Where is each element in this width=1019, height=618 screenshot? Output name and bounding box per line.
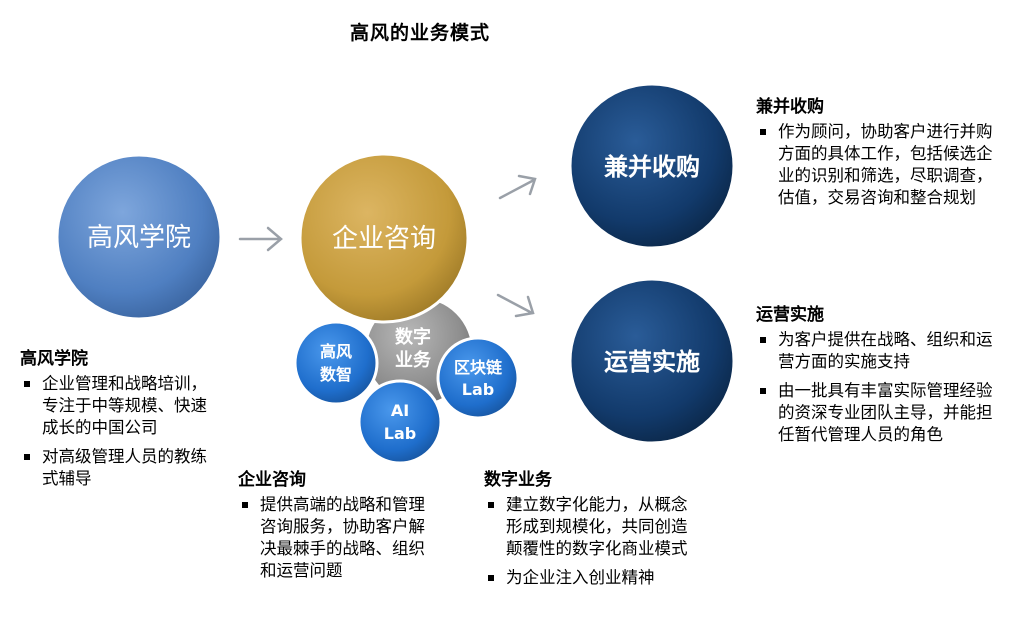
circle-ai-label-2: Lab — [384, 424, 416, 443]
list-item: 为企业注入创业精神 — [484, 567, 694, 589]
circle-blockchain-label-2: Lab — [462, 380, 494, 399]
section-operations-heading: 运营实施 — [756, 305, 824, 325]
circle-mna-label: 兼并收购 — [604, 153, 700, 181]
circle-gf-data-label-1: 高风 — [320, 342, 352, 361]
list-item: 由一批具有丰富实际管理经验的资深专业团队主导，并能担任暂代管理人员的角色 — [756, 380, 1004, 446]
arrow-icon — [238, 226, 283, 252]
circle-ai-lab: AI Lab — [357, 379, 443, 465]
page-title: 高风的业务模式 — [349, 22, 490, 44]
list-item: 为客户提供在战略、组织和运营方面的实施支持 — [756, 329, 1004, 373]
circle-consulting: 企业咨询 — [298, 152, 470, 324]
section-mna-list: 作为顾问，协助客户进行并购方面的具体工作，包括候选企业的识别和筛选，尽职调查，估… — [756, 121, 1004, 209]
circle-digital-label-1: 数字 — [395, 326, 431, 348]
circle-consulting-label: 企业咨询 — [332, 224, 436, 254]
circle-blockchain-lab: 区块链 Lab — [436, 336, 520, 420]
circle-operations: 运营实施 — [568, 277, 736, 445]
circle-academy: 高风学院 — [55, 153, 223, 321]
section-operations: 运营实施 为客户提供在战略、组织和运营方面的实施支持 由一批具有丰富实际管理经验… — [756, 300, 1004, 453]
list-item: 建立数字化能力，从概念形成到规模化，共同创造颠覆性的数字化商业模式 — [484, 494, 694, 560]
section-consulting-heading: 企业咨询 — [238, 470, 306, 490]
list-item: 作为顾问，协助客户进行并购方面的具体工作，包括候选企业的识别和筛选，尽职调查，估… — [756, 121, 1004, 209]
list-item: 对高级管理人员的教练式辅导 — [20, 446, 220, 490]
section-consulting-list: 提供高端的战略和管理咨询服务，协助客户解决最棘手的战略、组织和运营问题 — [238, 494, 428, 582]
section-mna: 兼并收购 作为顾问，协助客户进行并购方面的具体工作，包括候选企业的识别和筛选，尽… — [756, 92, 1004, 216]
circle-blockchain-label-1: 区块链 — [454, 358, 503, 377]
circle-academy-label: 高风学院 — [87, 223, 191, 253]
circle-gf-data: 高风 数智 — [293, 320, 379, 406]
arrow-up-right-icon — [498, 174, 537, 200]
section-academy-list: 企业管理和战略培训，专注于中等规模、快速成长的中国公司 对高级管理人员的教练式辅… — [20, 373, 220, 490]
circle-operations-label: 运营实施 — [604, 348, 700, 376]
list-item: 企业管理和战略培训，专注于中等规模、快速成长的中国公司 — [20, 373, 220, 439]
circle-digital-label-2: 业务 — [395, 349, 432, 371]
section-digital-list: 建立数字化能力，从概念形成到规模化，共同创造颠覆性的数字化商业模式 为企业注入创… — [484, 494, 694, 589]
section-academy: 高风学院 企业管理和战略培训，专注于中等规模、快速成长的中国公司 对高级管理人员… — [20, 344, 220, 497]
circle-gf-data-label-2: 数智 — [320, 365, 352, 384]
arrow-down-right-icon — [496, 293, 535, 318]
section-mna-heading: 兼并收购 — [756, 97, 824, 117]
section-digital-heading: 数字业务 — [484, 470, 552, 490]
section-academy-heading: 高风学院 — [20, 349, 88, 369]
section-consulting: 企业咨询 提供高端的战略和管理咨询服务，协助客户解决最棘手的战略、组织和运营问题 — [238, 465, 428, 589]
section-digital: 数字业务 建立数字化能力，从概念形成到规模化，共同创造颠覆性的数字化商业模式 为… — [484, 465, 694, 596]
section-operations-list: 为客户提供在战略、组织和运营方面的实施支持 由一批具有丰富实际管理经验的资深专业… — [756, 329, 1004, 446]
circle-ai-label-1: AI — [391, 401, 409, 420]
list-item: 提供高端的战略和管理咨询服务，协助客户解决最棘手的战略、组织和运营问题 — [238, 494, 428, 582]
circle-mna: 兼并收购 — [568, 82, 736, 250]
